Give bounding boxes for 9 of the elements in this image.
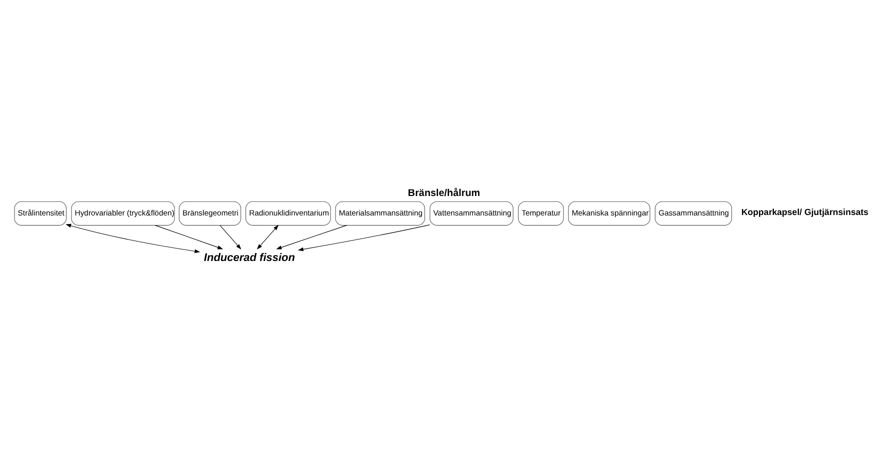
label: Kopparkapsel/ Gjutjärnsinsats [741, 206, 868, 216]
node-text: Inducerad fission [204, 252, 295, 264]
arrow [66, 223, 200, 253]
diagram-title: Bränsle/hålrum [408, 187, 480, 198]
arrow [276, 224, 347, 249]
arrow [256, 224, 279, 250]
arrow [154, 224, 224, 249]
arrow [298, 224, 430, 251]
arrow [220, 224, 242, 250]
